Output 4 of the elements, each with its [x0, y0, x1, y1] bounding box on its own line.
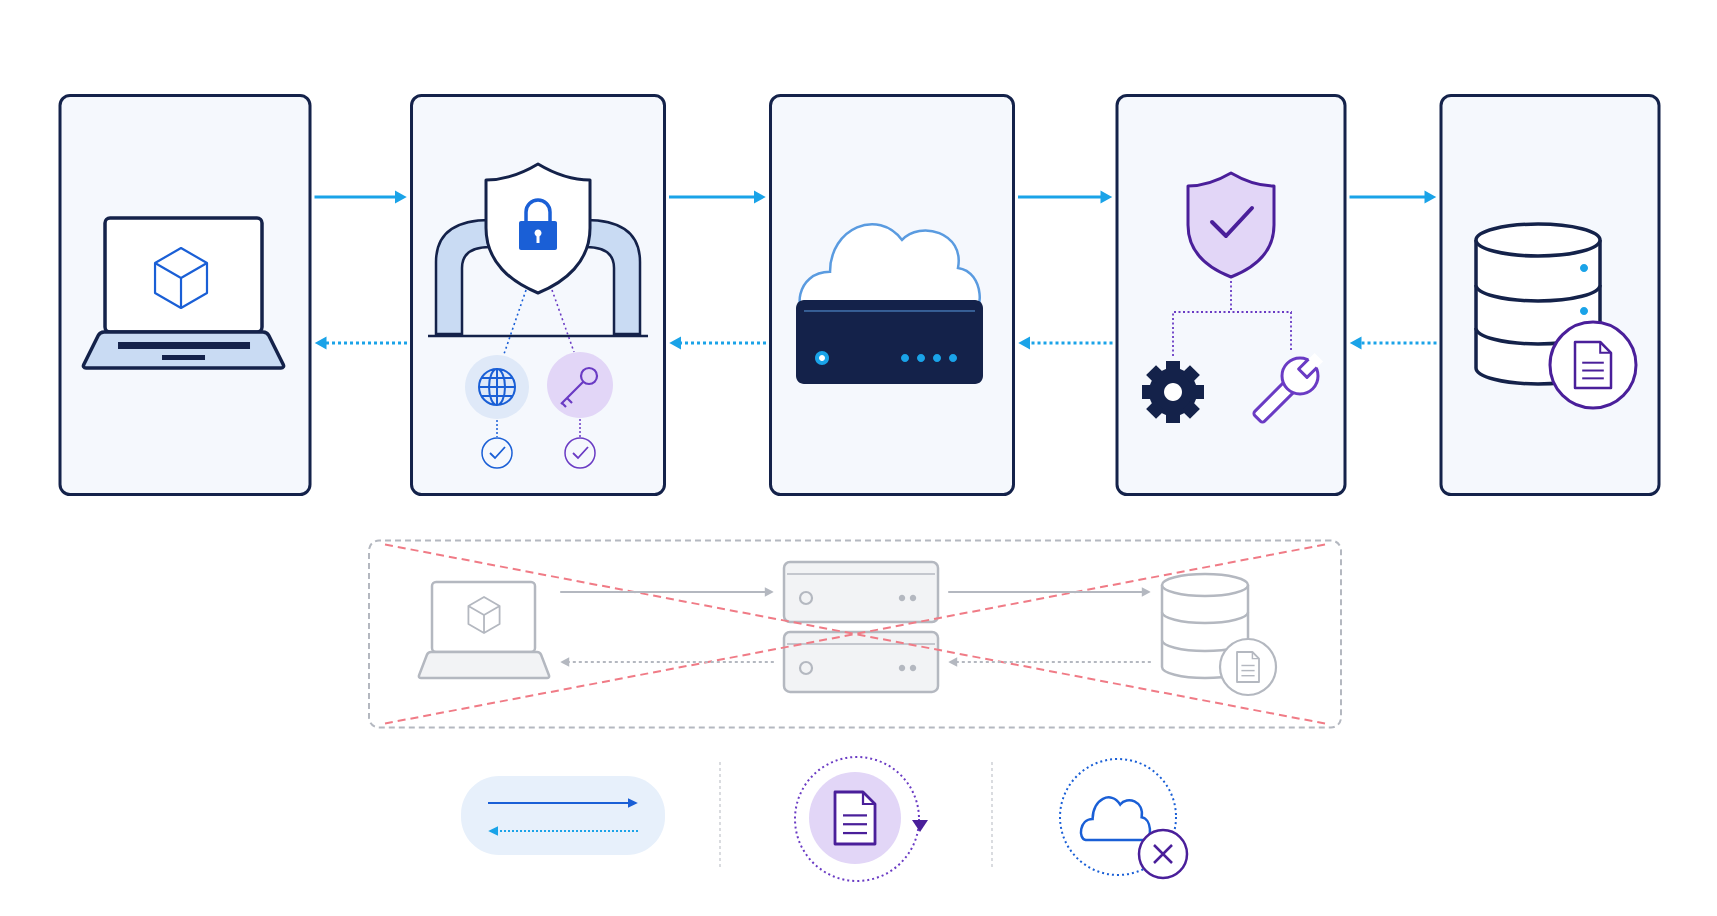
laptop-drawing	[417, 580, 551, 680]
database-drawing	[1160, 572, 1278, 697]
server-drawing	[782, 560, 940, 624]
server-drawing	[782, 630, 940, 694]
